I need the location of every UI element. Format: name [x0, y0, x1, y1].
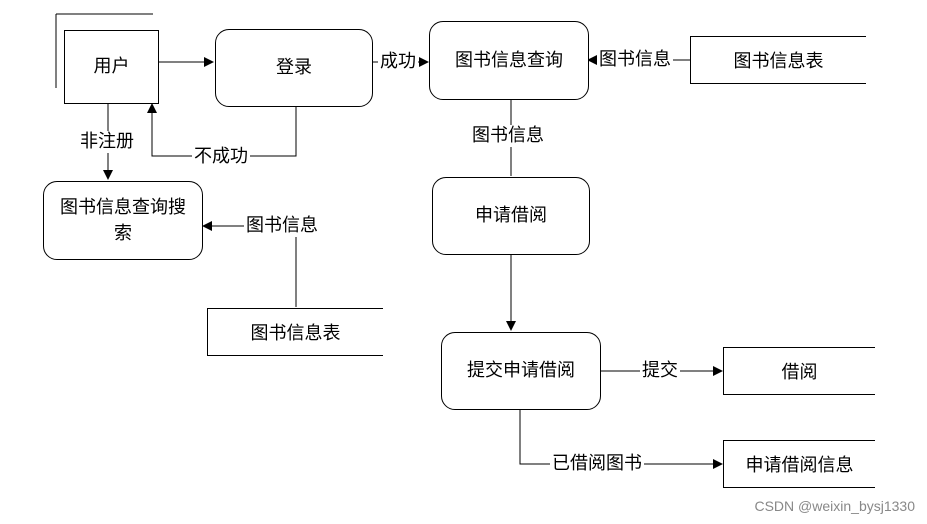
label-borrowed-books: 已借阅图书 — [550, 453, 644, 475]
node-book-query: 图书信息查询 — [429, 21, 589, 100]
edge-submit-info — [519, 410, 723, 469]
node-book-search: 图书信息查询搜索 — [43, 181, 203, 260]
edge-table-search — [202, 221, 297, 307]
store-book-table-top: 图书信息表 — [690, 36, 866, 84]
node-submit-apply: 提交申请借阅 — [441, 332, 601, 410]
label-fail: 不成功 — [192, 146, 250, 168]
watermark: CSDN @weixin_bysj1330 — [754, 498, 915, 514]
label-book-info-left: 图书信息 — [244, 215, 320, 237]
label-success: 成功 — [378, 51, 418, 73]
store-book-table-bottom: 图书信息表 — [207, 308, 383, 356]
label-submit: 提交 — [640, 360, 680, 382]
label-book-info-top: 图书信息 — [597, 49, 673, 71]
node-user: 用户 — [64, 30, 159, 104]
store-borrow: 借阅 — [723, 347, 875, 395]
store-apply-info: 申请借阅信息 — [723, 440, 875, 488]
label-non-register: 非注册 — [78, 131, 136, 153]
node-apply-borrow: 申请借阅 — [432, 177, 590, 255]
label-book-info-mid: 图书信息 — [470, 125, 546, 147]
node-login: 登录 — [215, 29, 373, 107]
